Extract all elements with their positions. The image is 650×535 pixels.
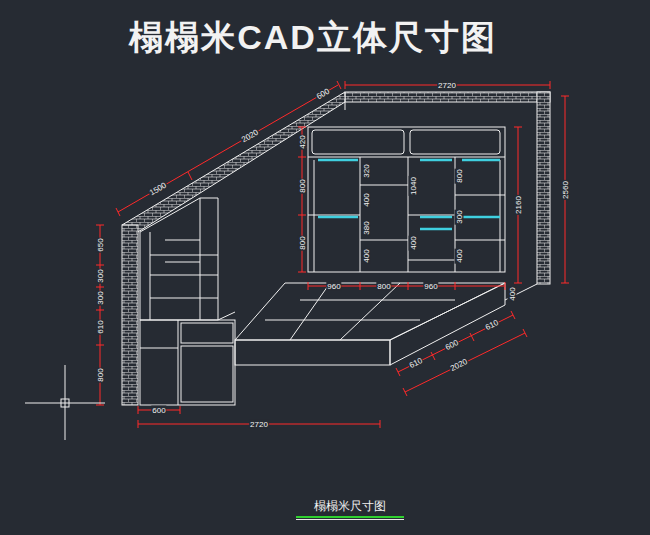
dimension-value: 610	[96, 319, 105, 334]
dimension-value: 1040	[409, 176, 418, 196]
caption-underline	[296, 516, 404, 520]
dimension-value: 2720	[437, 81, 457, 90]
dimension-value: 2720	[249, 420, 269, 429]
dimension-value: 960	[326, 282, 341, 291]
dimension-value: 400	[409, 235, 418, 250]
dimension-value: 800	[376, 282, 391, 291]
dimension-value: 800	[298, 178, 307, 193]
dimension-value: 300	[96, 268, 105, 283]
ucs-cursor	[25, 365, 105, 440]
dimension-value: 600	[314, 86, 332, 101]
dimension-value: 610	[483, 318, 501, 333]
dimension-lines	[96, 81, 569, 428]
dimension-value: 960	[423, 282, 438, 291]
dimension-value: 400	[362, 192, 371, 207]
dimension-value: 300	[455, 209, 464, 224]
dimension-value: 2020	[448, 357, 470, 374]
dimension-value: 320	[362, 163, 371, 178]
dimension-value: 400	[508, 286, 517, 301]
dimension-value: 1500	[147, 180, 169, 198]
bookcase-desk	[140, 198, 235, 405]
dimension-value: 610	[407, 356, 425, 371]
drawing-caption: 榻榻米尺寸图	[314, 498, 386, 515]
drawing-title: 榻榻米CAD立体尺寸图	[129, 15, 497, 61]
wardrobe	[308, 127, 505, 272]
dimension-value: 300	[96, 290, 105, 305]
dimension-value: 2560	[561, 180, 570, 200]
dimension-value: 400	[455, 248, 464, 263]
dimension-value: 800	[96, 367, 105, 382]
dimension-value: 800	[298, 235, 307, 250]
walls	[122, 92, 550, 405]
dimension-value: 420	[298, 134, 307, 149]
dimension-value: 650	[96, 237, 105, 252]
dimension-value: 2020	[239, 127, 261, 145]
dimension-value: 2160	[514, 195, 523, 215]
dimension-value: 800	[455, 168, 464, 183]
dimension-value: 400	[362, 248, 371, 263]
dimension-value: 600	[151, 406, 166, 415]
shelf-rods	[318, 160, 500, 229]
dimension-value: 600	[443, 338, 461, 353]
dimension-value: 380	[362, 220, 371, 235]
tatami-platform	[235, 283, 505, 365]
